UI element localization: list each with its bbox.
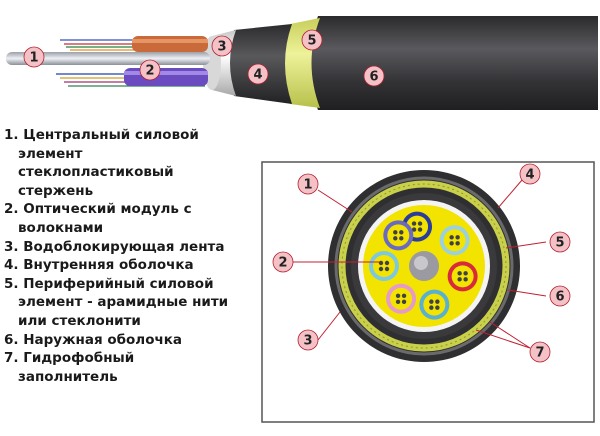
legend-item-title: 5. Периферийный силовой [4,275,214,292]
leader-line [489,321,531,349]
callout-label: 1 [29,51,38,66]
callout-label: 7 [535,346,544,361]
callout-label: 2 [145,64,154,79]
legend-item-line: элемент [18,145,83,162]
leader-line [475,329,531,349]
leader-line [497,179,523,209]
leader-line [505,241,547,249]
callout-label: 5 [307,34,316,49]
legend-item: 6. Наружная оболочка [4,331,266,350]
legend-item-title: 7. Гидрофобный [4,350,135,367]
side-callouts: 1 2 3 4 5 6 [23,29,385,87]
central-strength-rod [6,52,210,65]
cable-side-view [6,16,598,110]
optical-module [419,289,450,320]
callout-6: 6 [549,285,571,307]
callout-7: 7 [529,341,551,363]
optical-module [369,251,399,281]
legend-item-line: или стеклонити [18,312,141,329]
callout-1: 1 [23,46,45,68]
callout-label: 1 [303,178,312,193]
legend-list: 1. Центральный силовой элемент стеклопласт… [4,126,266,386]
section-modules [369,211,478,320]
optical-module [439,225,470,256]
callout-label: 6 [555,290,564,305]
callout-2: 2 [272,251,294,273]
legend-item: 1. Центральный силовой элемент стеклопласт… [4,126,266,200]
callout-label: 6 [369,70,378,85]
callout-3: 3 [211,35,233,57]
legend-item-line: стеклопластиковый [18,164,174,181]
section-callouts: 1 2 3 4 5 6 7 [272,163,571,363]
callout-label: 2 [278,256,287,271]
callout-3: 3 [297,329,319,351]
callout-label: 3 [217,40,226,55]
optical-module [386,283,417,314]
callout-label: 3 [303,334,312,349]
legend-item: 4. Внутренняя оболочка [4,256,266,275]
legend-item: 5. Периферийный силовой элемент - арамидн… [4,275,266,331]
callout-5: 5 [301,29,323,51]
legend-item-title: 2. Оптический модуль с [4,201,192,218]
legend-item-title: 1. Центральный силовой [4,127,199,143]
legend-item-title: 3. Водоблокирующая лента [4,238,225,255]
callout-6: 6 [363,65,385,87]
legend-item-line: стержень [18,182,94,199]
leader-line [507,289,547,297]
legend-item-line: заполнитель [18,368,118,385]
legend-item: 3. Водоблокирующая лента [4,238,266,257]
legend-item-title: 4. Внутренняя оболочка [4,257,194,274]
outer-sheath [309,16,598,110]
callout-2: 2 [139,59,161,81]
callout-5: 5 [549,231,571,253]
leader-line [317,189,353,213]
legend-item-title: 6. Наружная оболочка [4,331,183,348]
callout-4: 4 [519,163,541,185]
callout-label: 5 [555,236,564,251]
callout-4: 4 [247,63,269,85]
cross-section-panel [261,161,595,423]
callout-1: 1 [297,173,319,195]
callout-label: 4 [525,168,534,183]
leader-line [317,311,341,341]
legend-item-line: волокнами [18,219,104,236]
optical-module [383,220,414,251]
optical-module [447,261,478,292]
legend-item-line: элемент - арамидные нити [18,294,229,311]
callout-label: 4 [253,68,262,83]
